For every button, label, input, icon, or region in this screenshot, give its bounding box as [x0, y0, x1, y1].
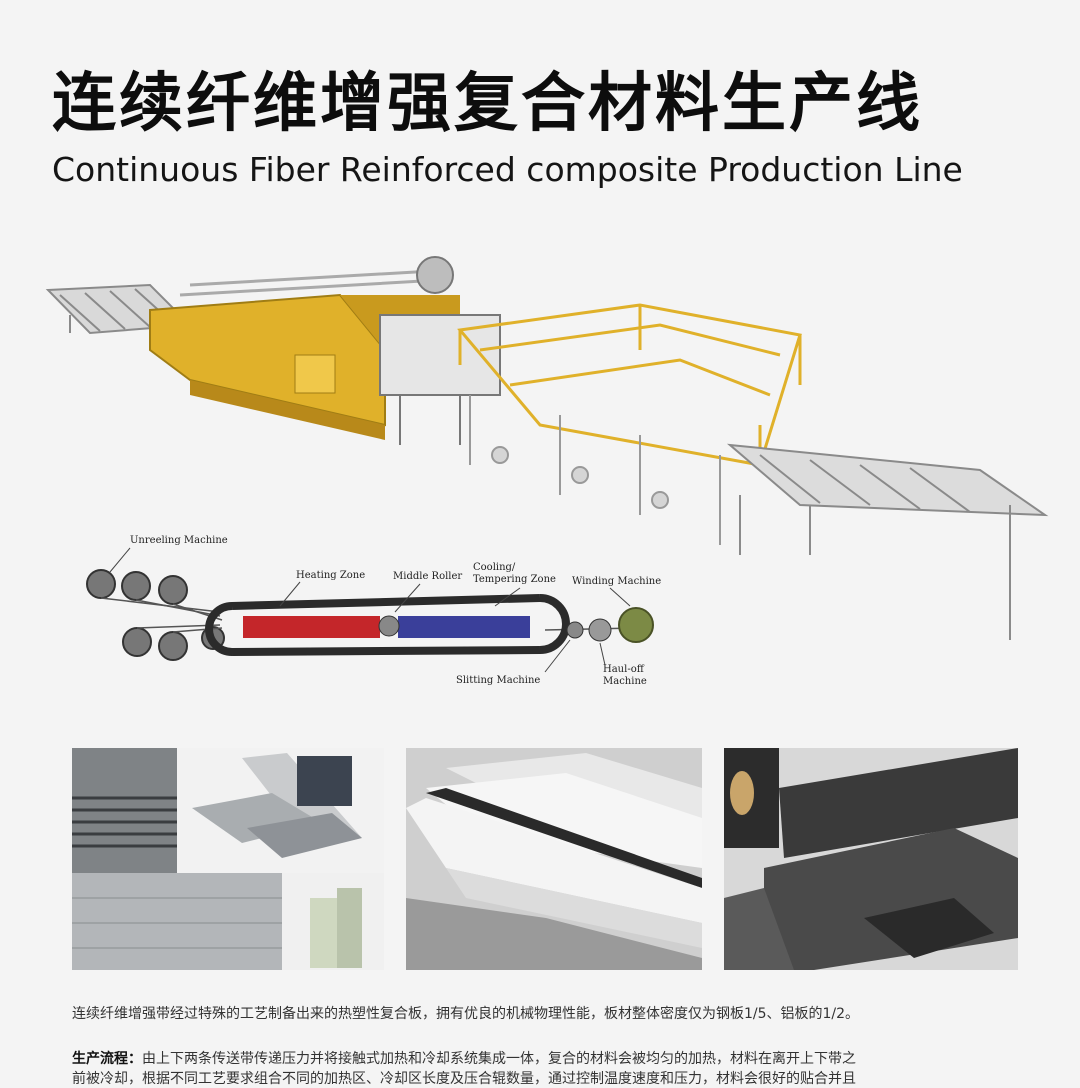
label-winding-machine: Winding Machine: [572, 576, 662, 587]
production-flow-label: 生产流程：: [72, 1051, 142, 1067]
label-unreeling-machine: Unreeling Machine: [130, 535, 228, 546]
product-photo-carbon-fiber: [724, 748, 1018, 970]
page-title-cn: 连续纤维增强复合材料生产线: [52, 67, 923, 141]
production-flow-body: 由上下两条传送带传递压力并将接触式加热和冷却系统集成一体，复合的材料会被均匀的加…: [142, 1051, 856, 1067]
product-photo-boards: [72, 748, 384, 970]
label-slitting-machine: Slitting Machine: [456, 675, 541, 686]
production-flow-text: 生产流程：由上下两条传送带传递压力并将接触式加热和冷却系统集成一体，复合的材料会…: [72, 1048, 856, 1068]
page-title-en: Continuous Fiber Reinforced composite Pr…: [52, 150, 963, 189]
outfeed-conveyor: [726, 443, 1049, 640]
production-flow-text-2: 前被冷却，根据不同工艺要求组合不同的加热区、冷却区长度及压合辊数量，通过控制温度…: [72, 1071, 856, 1087]
label-heating-zone: Heating Zone: [296, 570, 366, 581]
product-photo-honeycomb: [406, 748, 702, 970]
label-haul-off: Haul-off: [603, 664, 644, 675]
label-haul-off-machine: Machine: [603, 676, 647, 687]
label-middle-roller: Middle Roller: [393, 571, 463, 582]
lower-frame: [469, 395, 721, 545]
label-tempering-zone: Tempering Zone: [473, 574, 556, 585]
label-cooling: Cooling/: [473, 562, 516, 573]
production-line-illustration: [45, 256, 1049, 640]
description-text: 连续纤维增强带经过特殊的工艺制备出来的热塑性复合板，拥有优良的机械物理性能，板材…: [72, 1006, 860, 1022]
platform-frame: [457, 303, 802, 467]
